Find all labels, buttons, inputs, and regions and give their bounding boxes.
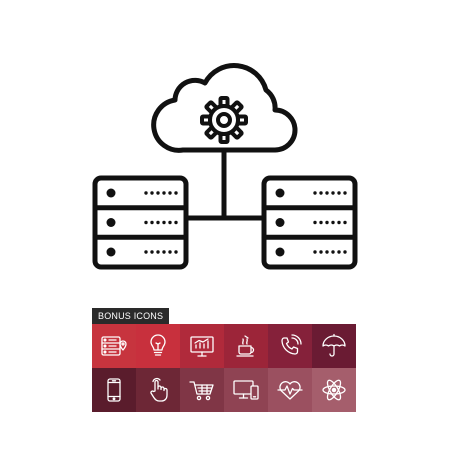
tile-server-rack[interactable] bbox=[92, 324, 136, 368]
presentation-chart-icon bbox=[190, 336, 214, 357]
cloud-server-network-icon bbox=[92, 63, 358, 270]
tile-presentation[interactable] bbox=[180, 324, 224, 368]
tile-umbrella[interactable] bbox=[312, 324, 356, 368]
right-server-rack-icon bbox=[261, 175, 358, 270]
tile-computer-devices[interactable] bbox=[224, 368, 268, 412]
umbrella-icon bbox=[322, 333, 346, 357]
heartbeat-icon bbox=[277, 381, 303, 400]
network-connector bbox=[186, 150, 264, 221]
gear-icon bbox=[200, 96, 248, 144]
smartphone-icon bbox=[107, 378, 121, 402]
tile-atom[interactable] bbox=[312, 368, 356, 412]
tile-phone[interactable] bbox=[268, 324, 312, 368]
computer-devices-icon bbox=[233, 380, 259, 400]
tile-lightbulb[interactable] bbox=[136, 324, 180, 368]
cloud-icon bbox=[151, 63, 298, 153]
bonus-icons-grid bbox=[92, 324, 356, 412]
phone-call-icon bbox=[281, 334, 302, 355]
tile-hand-pointer[interactable] bbox=[136, 368, 180, 412]
server-rack-with-marker-icon bbox=[101, 336, 127, 356]
lightbulb-idea-icon bbox=[150, 334, 166, 356]
hand-pointer-icon bbox=[150, 377, 168, 402]
left-server-rack-icon bbox=[92, 175, 189, 270]
atom-icon bbox=[322, 379, 346, 401]
tile-heartbeat[interactable] bbox=[268, 368, 312, 412]
tile-coffee[interactable] bbox=[224, 324, 268, 368]
shopping-cart-icon bbox=[189, 381, 214, 401]
tile-shopping-cart[interactable] bbox=[180, 368, 224, 412]
tile-smartphone[interactable] bbox=[92, 368, 136, 412]
bonus-icons-label: BONUS ICONS bbox=[92, 308, 170, 324]
coffee-cup-icon bbox=[236, 335, 255, 357]
